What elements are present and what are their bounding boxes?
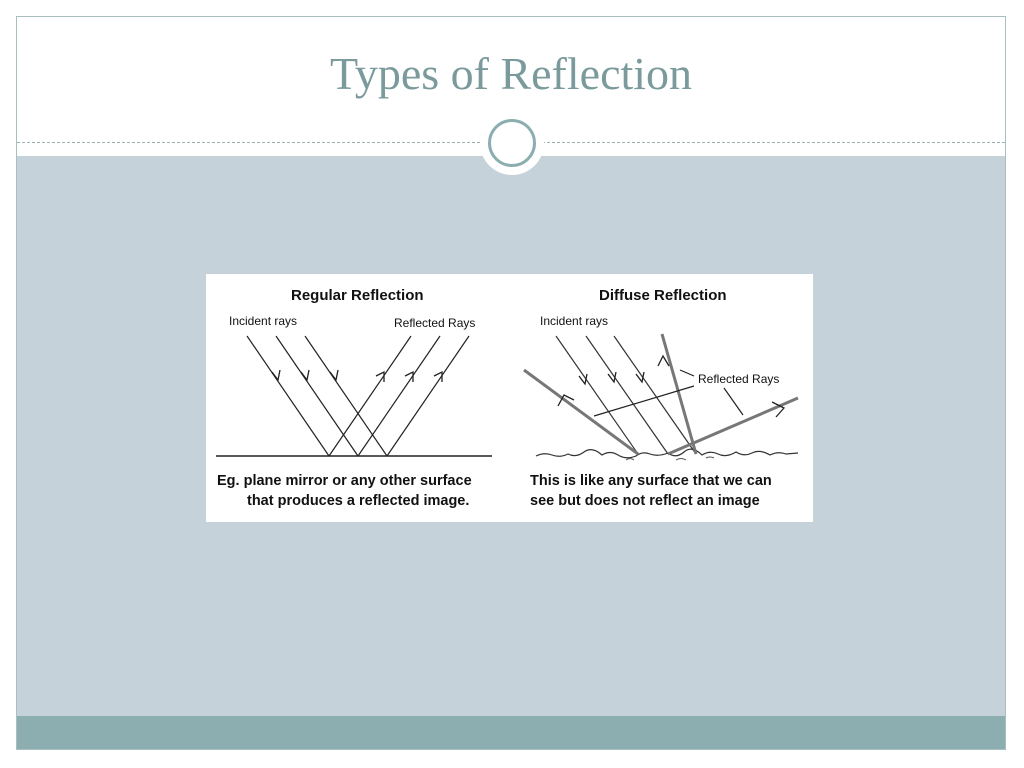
diffuse-incident-arrow-3 <box>635 371 645 384</box>
reflected-ray-3 <box>386 335 470 457</box>
diffuse-reflected-arrow-1 <box>557 394 575 407</box>
incident-arrow-2 <box>300 369 310 382</box>
regular-reflected-label: Reflected Rays <box>394 316 476 330</box>
regular-incident-label: Incident rays <box>229 314 298 328</box>
diffuse-reflection-heading: Diffuse Reflection <box>599 287 727 304</box>
incident-arrow-3 <box>329 369 339 382</box>
regular-caption-line2: that produces a reflected image. <box>247 493 470 509</box>
rough-surface-detail <box>625 456 715 461</box>
label-leader-1 <box>679 369 695 377</box>
diffuse-reflected-1 <box>523 368 639 456</box>
diffuse-cross-ray <box>593 385 695 417</box>
diffuse-incident-1 <box>555 335 639 455</box>
slide-title: Types of Reflection <box>329 48 693 99</box>
incident-ray-2 <box>275 335 359 457</box>
ornament-ring <box>488 119 536 167</box>
reflected-arrow-1 <box>375 370 385 382</box>
reflected-ray-1 <box>328 335 412 457</box>
diffuse-caption-line2: see but does not reflect an image <box>530 493 760 509</box>
diffuse-incident-2 <box>585 335 669 455</box>
diffuse-reflected-arrow-2 <box>657 354 670 367</box>
diffuse-incident-label: Incident rays <box>540 314 609 328</box>
reflected-arrow-2 <box>404 370 414 382</box>
reflected-arrow-3 <box>433 370 443 382</box>
footer-bar <box>17 716 1005 749</box>
incident-ray-1 <box>246 335 330 457</box>
incident-ray-3 <box>304 335 388 457</box>
diffuse-incident-3 <box>613 335 697 455</box>
diffuse-reflected-3 <box>667 396 799 456</box>
slide: Types of Reflection <box>16 16 1006 750</box>
incident-arrow-1 <box>271 369 281 382</box>
reflection-diagram-svg <box>216 333 799 461</box>
reflected-ray-2 <box>357 335 441 457</box>
diffuse-reflected-label: Reflected Rays <box>698 372 780 386</box>
rough-surface <box>535 448 799 459</box>
ornament-circle-icon <box>480 111 544 175</box>
regular-caption-line1: Eg. plane mirror or any other surface <box>217 473 472 489</box>
diffuse-reflected-arrow-3 <box>771 401 786 418</box>
label-leader-2 <box>723 387 744 416</box>
regular-reflection-heading: Regular Reflection <box>291 287 424 304</box>
reflection-diagram: Regular Reflection Incident rays Reflect… <box>206 274 813 522</box>
diffuse-incident-arrow-1 <box>578 373 588 386</box>
diffuse-reflected-2 <box>660 333 698 455</box>
diffuse-incident-arrow-2 <box>607 371 617 384</box>
diffuse-caption-line1: This is like any surface that we can <box>530 473 772 489</box>
